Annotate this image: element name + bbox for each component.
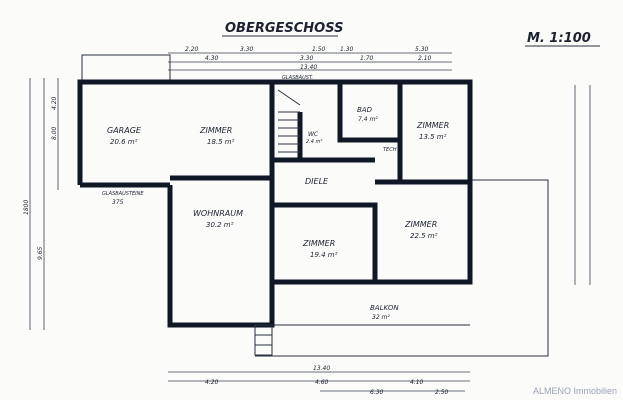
- svg-text:2.10: 2.10: [418, 55, 432, 62]
- room-garage-area: 20.6 m²: [110, 138, 138, 146]
- room-garage-name: GARAGE: [107, 126, 142, 135]
- garage-canopy: [81, 54, 171, 81]
- svg-text:8.00: 8.00: [51, 126, 58, 140]
- glass-blocks-length: 375: [112, 199, 124, 206]
- bottom-dimensions: 13.40 4.20 4.60 4.10 6.30 2.50: [168, 365, 470, 396]
- svg-text:3.30: 3.30: [300, 55, 314, 62]
- room-zimmer2-name: ZIMMER: [416, 121, 449, 130]
- room-balkon-name: BALKON: [370, 304, 399, 312]
- room-zimmer1-name: ZIMMER: [199, 126, 232, 135]
- svg-text:13.40: 13.40: [300, 64, 317, 71]
- balcony-steps: [254, 324, 273, 356]
- svg-text:4.60: 4.60: [315, 379, 329, 386]
- room-zimmer1-area: 18.5 m²: [207, 138, 235, 146]
- room-zimmer4-name: ZIMMER: [404, 220, 437, 229]
- svg-text:1.50: 1.50: [312, 46, 326, 53]
- svg-text:1.70: 1.70: [360, 55, 374, 62]
- svg-text:6.30: 6.30: [370, 389, 384, 396]
- room-diele-name: DIELE: [305, 177, 329, 186]
- room-bad-name: BAD: [357, 106, 373, 114]
- tech-label: TECH: [383, 147, 397, 153]
- svg-text:4.10: 4.10: [410, 379, 424, 386]
- svg-text:3.30: 3.30: [240, 46, 254, 53]
- svg-text:2.50: 2.50: [435, 389, 449, 396]
- top-dimensions: 2.20 3.30 1.50 1.30 5.30 4.30 3.30 1.70 …: [168, 46, 452, 71]
- room-wohnraum-name: WOHNRAUM: [193, 209, 243, 218]
- room-balkon-area: 32 m²: [372, 314, 390, 321]
- room-zimmer4-area: 22.5 m²: [410, 232, 438, 240]
- svg-text:4.20: 4.20: [51, 96, 58, 110]
- room-zimmer3-name: ZIMMER: [302, 239, 335, 248]
- room-bad-area: 7.4 m²: [358, 116, 378, 123]
- room-wc-area: 2.4 m²: [306, 139, 322, 145]
- room-zimmer3-area: 19.4 m²: [310, 251, 338, 259]
- plan-title: OBERGESCHOSS: [225, 21, 344, 36]
- svg-text:1.30: 1.30: [340, 46, 354, 53]
- svg-text:1800: 1800: [23, 200, 30, 215]
- terrace-outline: [255, 179, 549, 357]
- glass-blocks-label: GLASBAUSTEINE: [102, 191, 144, 197]
- svg-text:2.20: 2.20: [185, 46, 199, 53]
- watermark: ALMENO Immobilien: [532, 386, 617, 396]
- staircase: [277, 89, 301, 153]
- left-dimensions: 1800 9.65 8.00 4.20: [23, 78, 59, 330]
- glass-block-label: GLASBAUST.: [282, 75, 313, 81]
- walls: [77, 79, 473, 328]
- svg-text:13.40: 13.40: [313, 365, 330, 372]
- room-wc-name: WC: [308, 131, 319, 138]
- svg-text:4.20: 4.20: [205, 379, 219, 386]
- room-zimmer2-area: 13.5 m²: [419, 133, 447, 141]
- svg-text:5.30: 5.30: [415, 46, 429, 53]
- right-dimensions: [574, 85, 591, 285]
- svg-text:4.30: 4.30: [205, 55, 219, 62]
- svg-text:9.65: 9.65: [37, 246, 44, 260]
- room-wohnraum-area: 30.2 m²: [206, 221, 234, 229]
- scale-label: M. 1:100: [527, 31, 591, 46]
